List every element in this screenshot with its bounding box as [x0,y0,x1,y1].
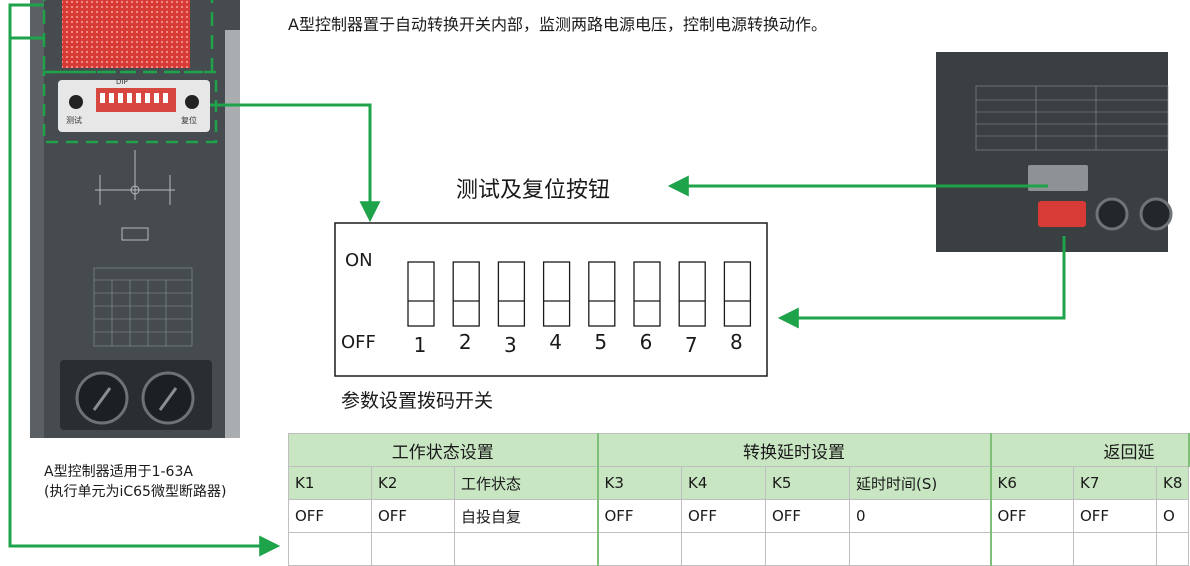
column-header: 延时时间(S) [849,466,992,500]
table-row [288,532,1189,566]
controller-left-edge [30,0,44,438]
dip-slot-6 [633,261,661,327]
controller-note: A型控制器适用于1-63A (执行单元为iC65微型断路器) [44,462,226,502]
side-panel-photo [936,52,1173,252]
table-cell [681,532,766,566]
column-header: K7 [1073,466,1157,500]
table-cell: 0 [849,499,992,533]
table-cell: 自投自复 [454,499,599,533]
dip-slot-7 [678,261,706,327]
red-label-zone [62,0,190,68]
dashed-frame-dip [42,70,218,144]
table-cell [288,532,372,566]
group-switch-delay: 转换延时设置 [597,433,992,467]
column-header: K8 [1156,466,1189,500]
fuse-slot-right [158,387,178,411]
column-header: K4 [681,466,766,500]
controller-note-line-2: (执行单元为iC65微型断路器) [44,484,227,500]
dip-slot-5 [588,261,616,327]
connector-arrows [8,3,1066,557]
side-knob-left [1095,197,1129,231]
controller-dip-teeth [100,93,168,103]
table-cell: OFF [681,499,766,533]
controller-schematic [95,150,175,241]
table-row: OFF OFF 自投自复 OFF OFF OFF 0 OFF OFF O [288,499,1189,533]
reset-button-icon [185,95,199,109]
dip-number-2: 2 [459,330,472,354]
controller-photo: DIP 测试 复位 [30,0,240,438]
table-cell [371,532,455,566]
dip-slot-4 [542,261,571,327]
settings-table-wrap: 工作状态设置 转换延时设置 返回延 K1 K2 工作状态 K3 K4 K5 延时… [288,433,1190,566]
table-cell: OFF [371,499,455,533]
settings-group-row: 工作状态设置 转换延时设置 返回延 [288,433,1190,467]
column-header: K1 [288,466,372,500]
dip-slot-1 [407,261,435,327]
controller-reset-label: 复位 [181,115,197,125]
side-panel-printed-table [975,85,1169,151]
diagram-page: DIP 测试 复位 [8,0,1190,566]
red-test-button [1038,201,1086,227]
table-cell: O [1156,499,1189,533]
column-header: K5 [765,466,850,500]
test-reset-label: 测试及复位按钮 [456,178,611,203]
controller-dip-label: DIP [116,78,128,86]
table-cell [454,532,599,566]
dip-slot-3 [497,261,526,327]
dip-slot-2 [452,261,480,327]
test-button-icon [69,95,83,109]
controller-note-line-1: A型控制器适用于1-63A [44,464,193,480]
table-cell [1073,532,1157,566]
controller-test-label: 测试 [66,115,82,125]
dip-slot-8 [723,261,752,327]
arrow-controller-to-dip [210,103,381,223]
table-cell: OFF [765,499,850,533]
table-cell [597,532,682,566]
controller-printed-table [93,267,193,347]
arrow-panel-to-dip [777,236,1066,329]
dip-switch-diagram: ON OFF 1 2 3 4 5 6 7 8 [334,222,768,377]
table-cell: OFF [288,499,372,533]
dip-on-label: ON [345,250,373,271]
dip-number-7: 7 [685,333,698,357]
dip-slot-group: 1 2 3 4 5 6 7 8 [407,261,752,357]
controller-right-edge [225,30,240,438]
settings-header-row: K1 K2 工作状态 K3 K4 K5 延时时间(S) K6 K7 K8 [288,466,1189,500]
column-header: K2 [371,466,455,500]
dip-number-6: 6 [640,330,653,354]
description-text: A型控制器置于自动转换开关内部，监测两路电源电压，控制电源转换动作。 [288,15,827,34]
column-header: K3 [597,466,682,500]
settings-table: 工作状态设置 转换延时设置 返回延 K1 K2 工作状态 K3 K4 K5 延时… [288,433,1190,566]
dip-off-label: OFF [341,332,376,353]
fuse-slot-left [92,387,112,411]
table-cell [1156,532,1189,566]
dip-number-1: 1 [414,333,427,357]
column-header: K6 [990,466,1074,500]
table-cell: OFF [597,499,682,533]
table-cell [849,532,992,566]
dip-number-8: 8 [730,330,743,354]
group-return-delay: 返回延 [990,433,1190,467]
group-work-state: 工作状态设置 [288,433,599,467]
dip-number-4: 4 [549,330,562,354]
dip-number-3: 3 [504,333,517,357]
column-header: 工作状态 [454,466,599,500]
table-cell: OFF [990,499,1074,533]
table-cell [990,532,1074,566]
table-cell [765,532,850,566]
dip-number-5: 5 [594,330,607,354]
side-knob-right [1139,197,1173,231]
table-cell: OFF [1073,499,1157,533]
diagram-canvas: DIP 测试 复位 [8,0,1173,557]
dip-caption: 参数设置拨码开关 [341,390,494,412]
